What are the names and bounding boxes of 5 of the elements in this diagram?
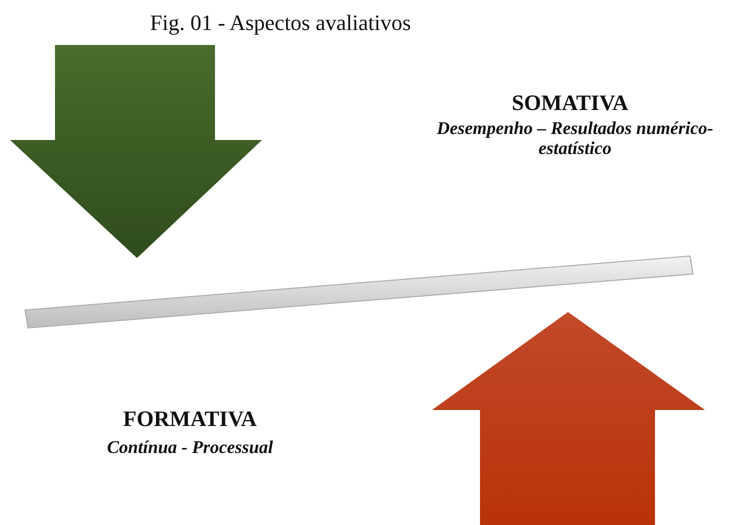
heading-text: FORMATIVA <box>122 406 258 432</box>
figure-title: Fig. 01 - Aspectos avaliativos <box>150 10 411 36</box>
subtitle-text: Contínua - Processual <box>106 437 274 458</box>
subtitle-text: Desempenho – Resultados numérico-estatístico <box>436 118 714 158</box>
heading-text: SOMATIVA <box>510 90 630 116</box>
